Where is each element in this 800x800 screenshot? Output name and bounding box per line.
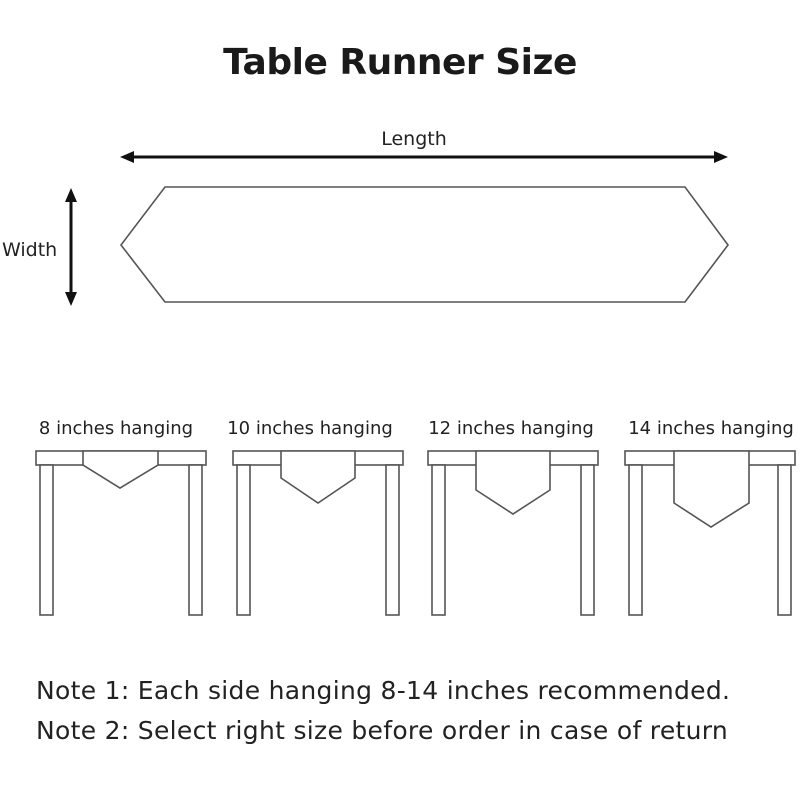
table-leg-left [39,464,54,616]
hanging-label-12in: 12 inches hanging [428,418,594,439]
hanging-label-10in: 10 inches hanging [227,418,393,439]
table-leg-left [431,464,446,616]
table-illustration-10in [232,450,404,616]
note-1: Note 1: Each side hanging 8-14 inches re… [36,676,731,705]
length-label: Length [381,128,447,150]
table-leg-left [628,464,643,616]
note-2: Note 2: Select right size before order i… [36,716,729,745]
runner-drop [280,450,356,504]
table-leg-right [385,464,400,616]
hanging-label-8in: 8 inches hanging [38,418,194,439]
runner-shape [119,186,729,303]
width-label: Width [2,239,58,261]
table-illustration-12in [427,450,599,616]
runner-drop [673,450,750,528]
table-illustration-8in [35,450,207,616]
table-illustration-14in [624,450,796,616]
table-leg-right [777,464,792,616]
runner-drop [475,450,551,515]
runner-drop [82,450,159,489]
table-leg-left [236,464,251,616]
table-leg-right [188,464,203,616]
length-arrow [120,151,728,163]
width-arrow [65,188,77,306]
table-leg-right [580,464,595,616]
hanging-label-14in: 14 inches hanging [628,418,794,439]
page-title: Table Runner Size [223,42,577,83]
